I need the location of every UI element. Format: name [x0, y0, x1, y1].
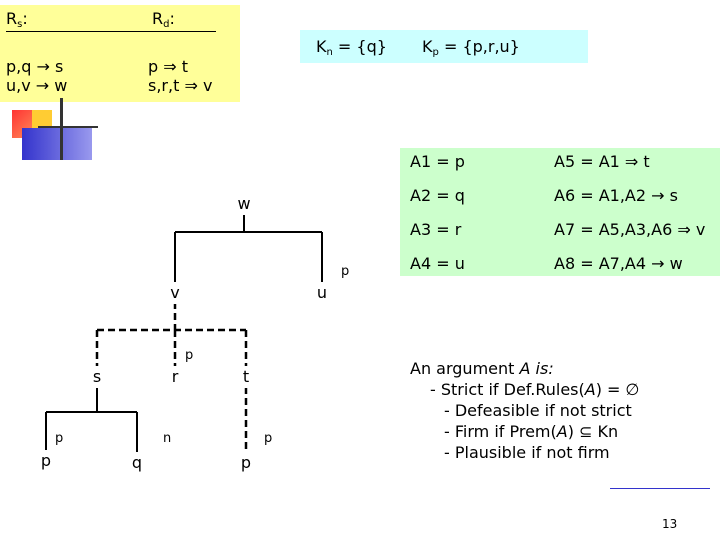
argument-a8: A8 = A7,A4 → w	[554, 254, 683, 273]
tree-node-s: s	[84, 366, 110, 388]
defeasible-rule-1: p ⇒ t	[148, 57, 189, 76]
rules-panel	[0, 5, 240, 102]
arguments-panel	[400, 148, 720, 276]
defeasible-rule-2: s,r,t ⇒ v	[148, 76, 213, 95]
knowledge-panel	[300, 30, 588, 63]
edge-s-children	[45, 387, 138, 452]
label-r-premise: p	[185, 348, 194, 363]
tree-node-w: w	[231, 193, 257, 215]
argument-a1: A1 = p	[410, 152, 465, 171]
definition-defeasible: - Defeasible if not strict	[444, 401, 632, 420]
logo-vertical-bar	[60, 98, 63, 160]
argument-a3: A3 = r	[410, 220, 462, 239]
tree-node-p-right: p	[233, 452, 259, 474]
strict-rules-header: Rs:	[6, 9, 28, 31]
argument-a2: A2 = q	[410, 186, 465, 205]
argument-a6: A6 = A1,A2 → s	[554, 186, 678, 205]
tree-node-u: u	[309, 282, 335, 304]
edge-v-children	[95, 302, 248, 367]
strict-rule-2: u,v → w	[6, 76, 68, 95]
definition-strict: - Strict if Def.Rules(A) = ∅	[430, 380, 640, 399]
argument-a5: A5 = A1 ⇒ t	[554, 152, 650, 171]
label-p-left-premise: p	[55, 431, 64, 446]
slide-number: 13	[662, 517, 678, 531]
edge-w-children	[174, 214, 323, 282]
tree-node-r: r	[162, 366, 188, 388]
argument-a7: A7 = A5,A3,A6 ⇒ v	[554, 220, 706, 239]
logo-horizontal-bar	[38, 126, 98, 128]
rules-header-underline	[6, 31, 216, 32]
label-p-right-premise: p	[264, 431, 273, 446]
tree-node-v: v	[162, 282, 188, 304]
tree-node-q: q	[124, 452, 150, 474]
tree-node-t: t	[233, 366, 259, 388]
argument-definitions: An argument A is: - Strict if Def.Rules(…	[410, 358, 639, 463]
strict-rule-1: p,q → s	[6, 57, 64, 76]
definition-firm: - Firm if Prem(A) ⊆ Kn	[444, 422, 619, 441]
kn-set: Kn = {q}	[316, 37, 387, 59]
definition-plausible: - Plausible if not firm	[444, 443, 610, 462]
kp-set: Kp = {p,r,u}	[422, 37, 520, 59]
footer-rule	[610, 488, 710, 489]
label-q-axiom: n	[163, 431, 172, 446]
defeasible-rules-header: Rd:	[152, 9, 175, 31]
label-u-premise: p	[341, 264, 350, 279]
tree-node-p-left: p	[33, 450, 59, 472]
argument-a4: A4 = u	[410, 254, 465, 273]
argument-definitions-heading: An argument A is:	[410, 359, 554, 378]
